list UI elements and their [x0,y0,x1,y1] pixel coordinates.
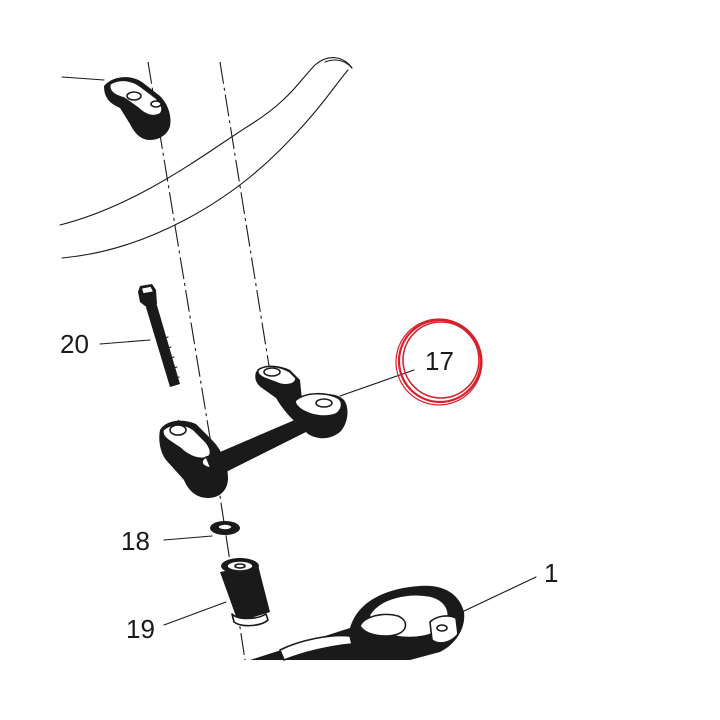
callout-label-20: 20 [60,329,89,359]
leader-lines [61,76,537,626]
handlebar-outline [59,57,353,259]
washer-part [210,521,240,535]
highlight-circle [395,318,483,406]
callout-label-1: 1 [544,558,558,588]
callout-label-19: 19 [126,614,155,644]
callout-label-17: 17 [425,346,454,376]
riser-bracket-part [159,365,348,498]
bushing-part [220,558,270,627]
top-yoke-part [250,585,465,661]
callout-label-18: 18 [121,526,150,556]
bolt-part [138,284,180,387]
top-clamp-part [104,77,171,140]
